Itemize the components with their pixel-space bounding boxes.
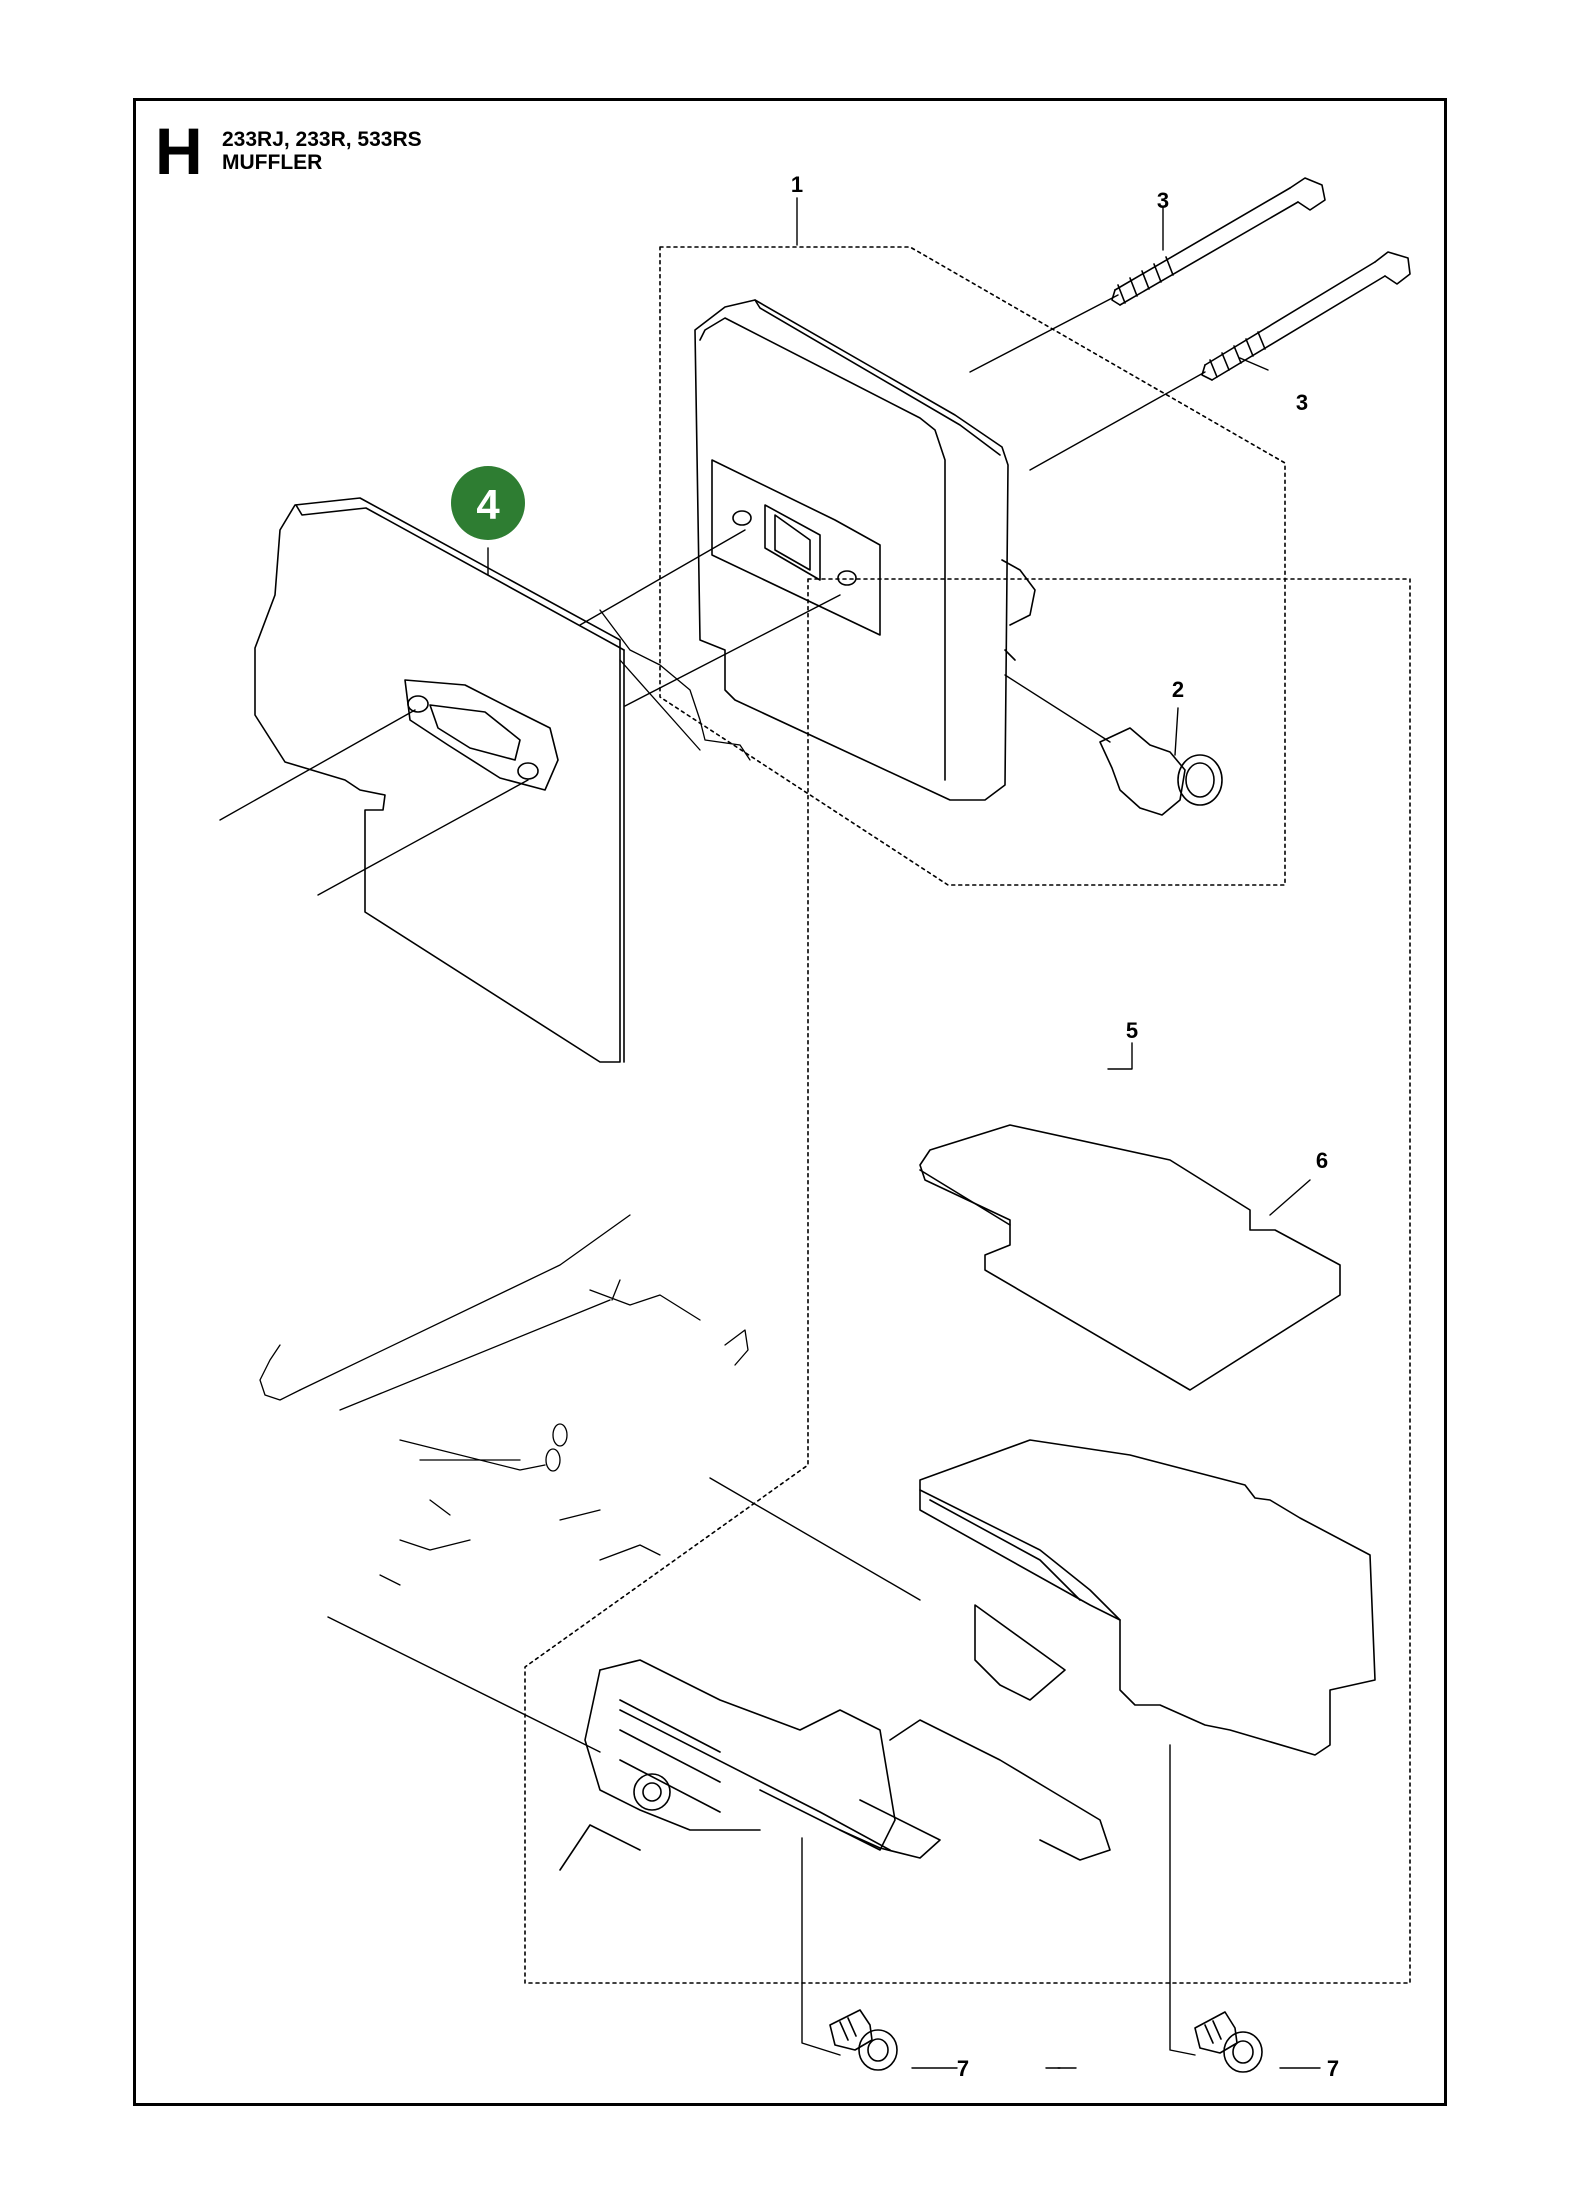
lower-shield [559, 1439, 1376, 1871]
assembly-box-1 [659, 246, 1286, 886]
muffler-body [694, 299, 1036, 801]
gasket-part [254, 497, 625, 1063]
leader-lines [219, 197, 1321, 2069]
callout-2: 2 [1172, 677, 1184, 702]
shield-cover [919, 1124, 1341, 1391]
callout-6: 6 [1316, 1148, 1328, 1173]
callout-3b: 3 [1296, 390, 1308, 415]
highlight-badge-4 [451, 466, 525, 540]
callout-5: 5 [1126, 1018, 1138, 1043]
model-list: 233RJ, 233R, 533RS [222, 128, 422, 151]
engine-ghost-outline [259, 609, 751, 1586]
screw-7b [1194, 2011, 1263, 2073]
callout-3a: 3 [1157, 188, 1169, 213]
callout-7a: 7 [957, 2056, 969, 2081]
bolt-3b [1201, 251, 1411, 381]
page-title: MUFFLER [222, 151, 323, 174]
diagram-frame [133, 98, 1447, 2106]
bolt-3a [1111, 177, 1326, 306]
section-letter: H [155, 114, 203, 188]
plug-part [1099, 727, 1223, 816]
callout-4: 4 [476, 481, 500, 528]
callout-1: 1 [791, 172, 803, 197]
callout-7b: 7 [1327, 2056, 1339, 2081]
screw-7a [829, 2009, 898, 2071]
assembly-box-5 [524, 578, 1411, 1984]
